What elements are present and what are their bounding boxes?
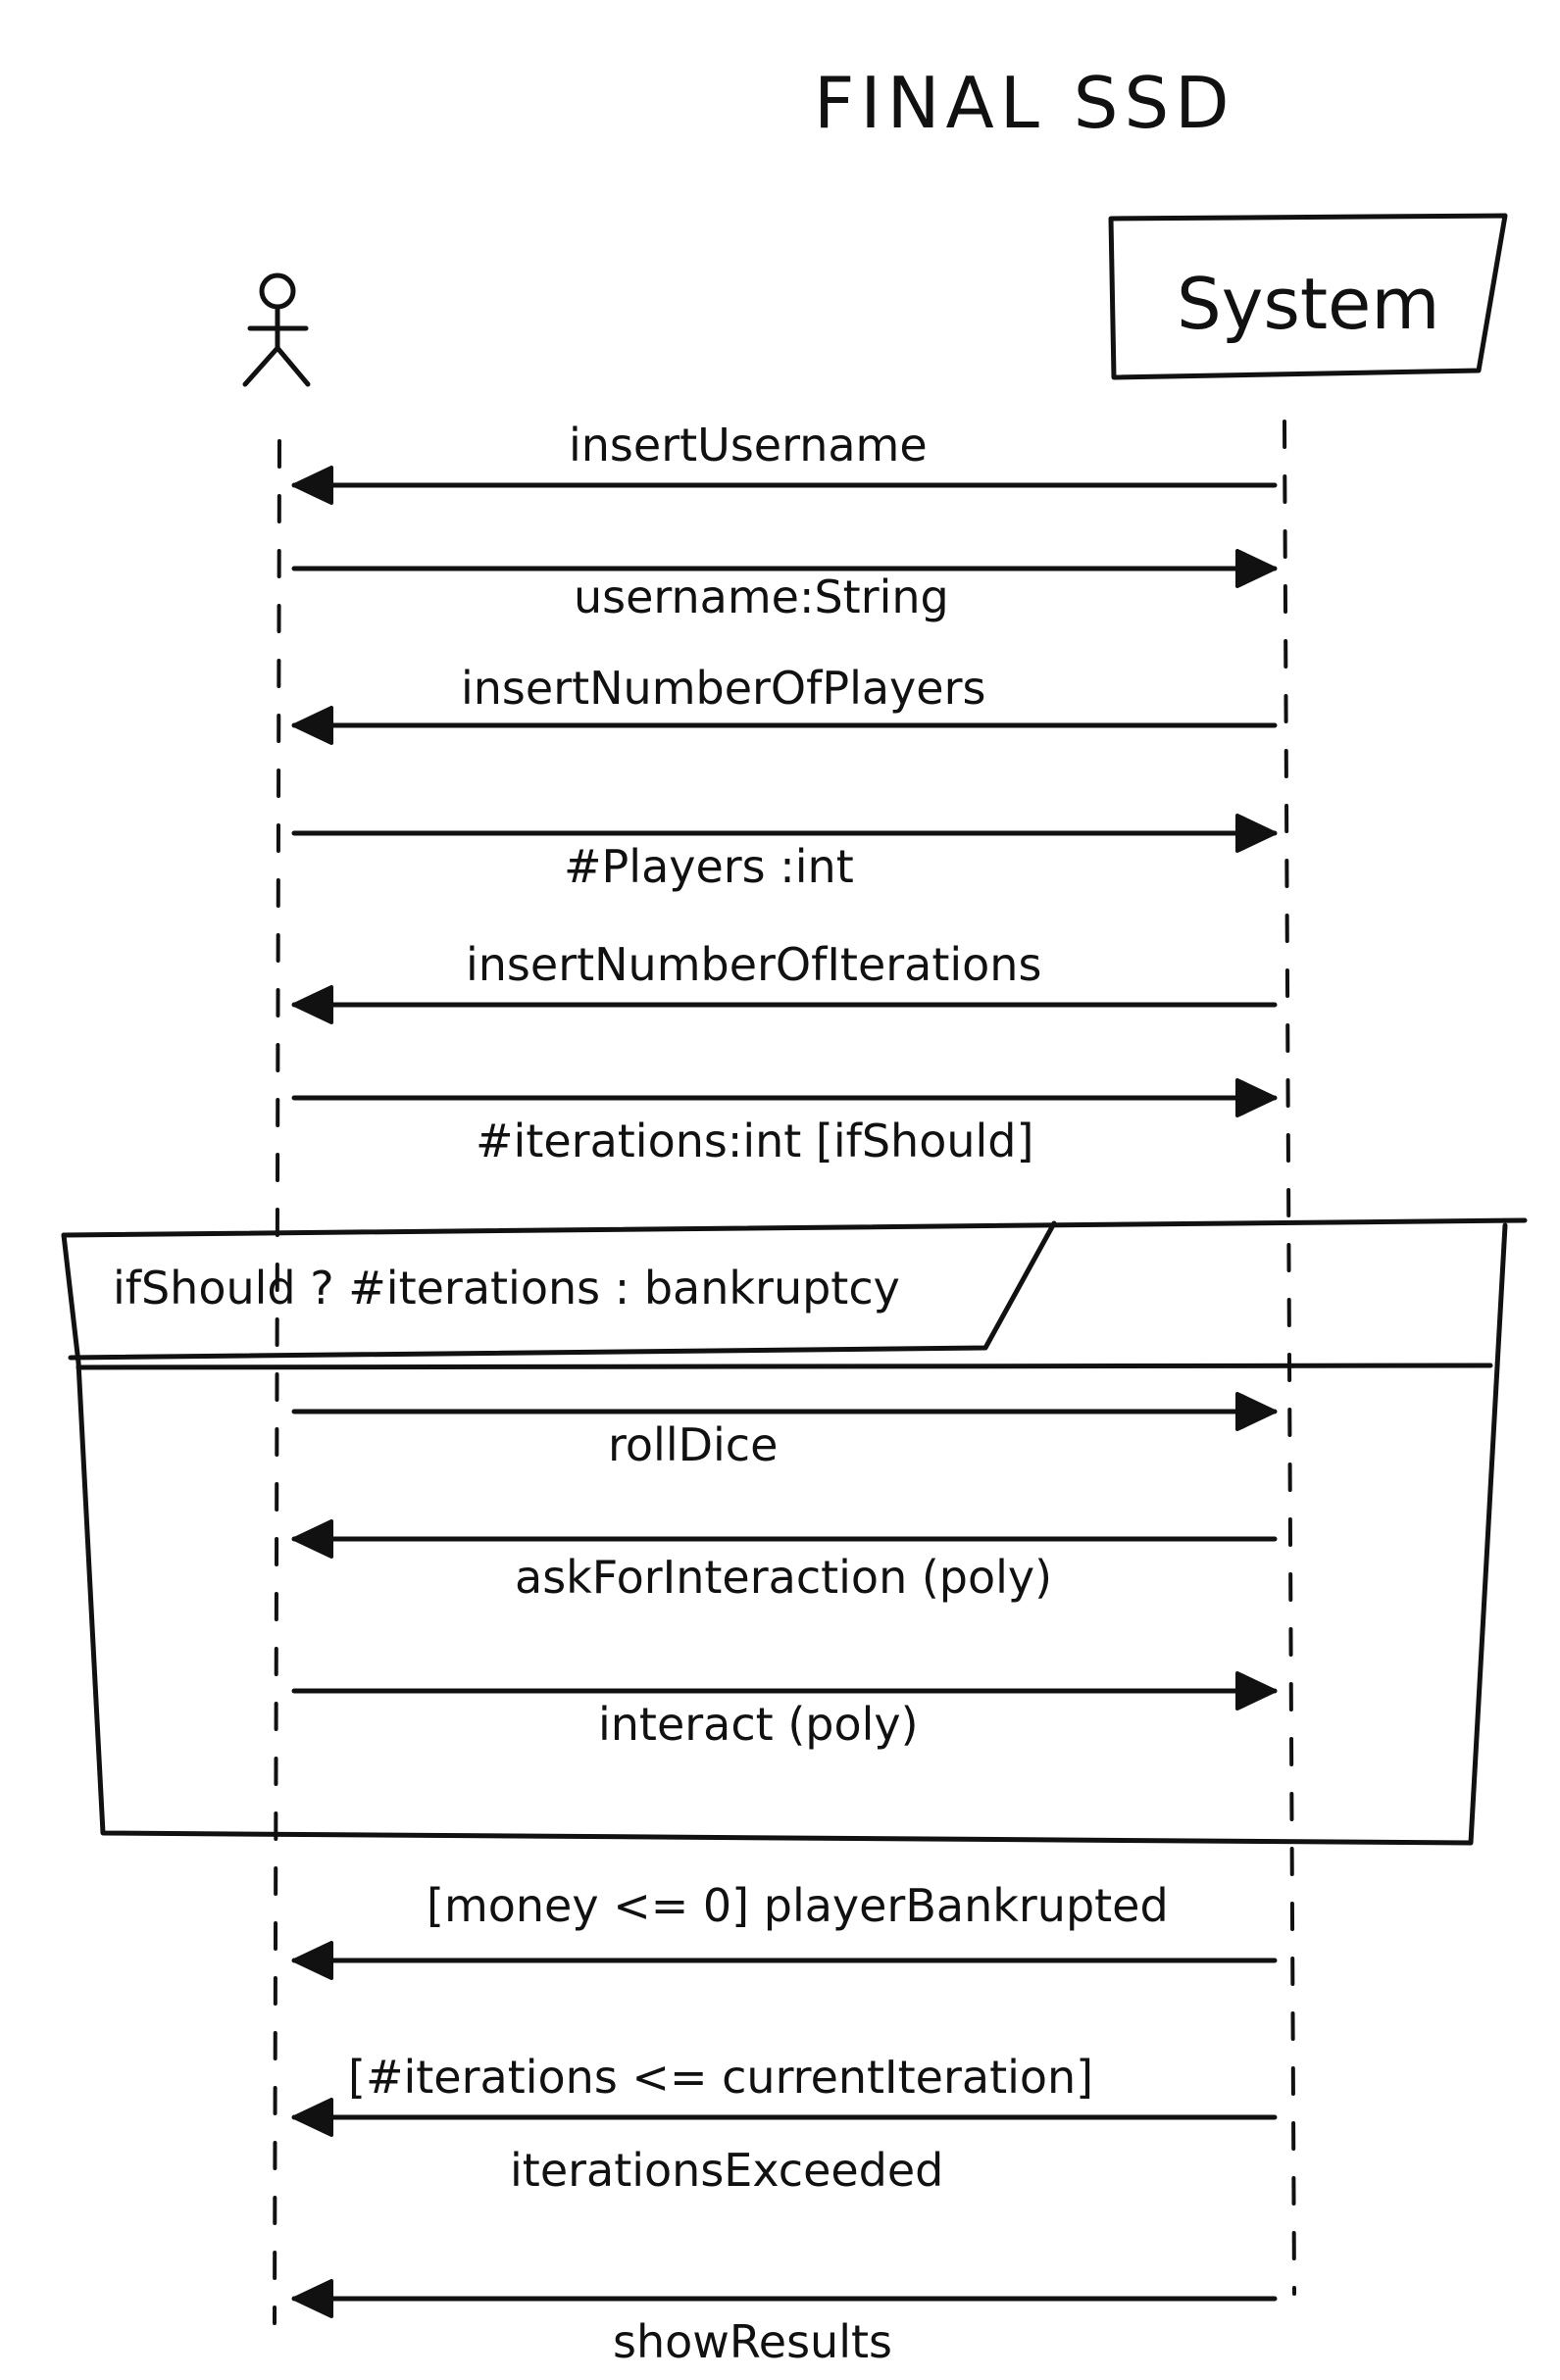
arrow-head xyxy=(1235,1392,1277,1431)
arrow-head xyxy=(292,1941,333,1980)
arrow-head xyxy=(292,2279,333,2318)
messages: insertUsername username:String insertNumbe… xyxy=(291,419,1278,2368)
actor-lifeline xyxy=(273,439,281,2325)
arrow-head xyxy=(1235,814,1277,853)
message-label: [money <= 0] playerBankrupted xyxy=(427,1879,1169,1932)
message-label: #Players :int xyxy=(564,840,854,893)
loop-guard: ifShould ? #iterations : bankruptcy xyxy=(113,1262,900,1314)
message-label: iterationsExceeded xyxy=(510,2144,943,2197)
message-label: interact (poly) xyxy=(598,1698,919,1751)
arrow-head xyxy=(1235,549,1277,588)
message-label: showResults xyxy=(613,2315,892,2368)
arrow-head xyxy=(1235,1078,1277,1117)
message-label: [#iterations <= currentIteration] xyxy=(348,2051,1093,2104)
arrow-head xyxy=(292,1519,333,1559)
system-lifeline xyxy=(1283,420,1296,2296)
message-label: username:String xyxy=(574,570,949,623)
system-label: System xyxy=(1177,263,1440,345)
message-label: #iterations:int [ifShould] xyxy=(476,1115,1033,1167)
message-label: askForInteraction (poly) xyxy=(515,1551,1052,1604)
message-label: insertNumberOfIterations xyxy=(466,938,1041,991)
actor-icon xyxy=(242,273,311,387)
arrow-head xyxy=(292,2098,333,2137)
message-label: rollDice xyxy=(608,1418,778,1471)
loop-frame: ifShould ? #iterations : bankruptcy xyxy=(61,1217,1528,1846)
arrow-head xyxy=(292,466,333,505)
arrow-head xyxy=(292,985,333,1024)
arrow-head xyxy=(1235,1671,1277,1711)
message-label: insertUsername xyxy=(569,419,928,471)
system-box: System xyxy=(1108,213,1508,380)
message-label: insertNumberOfPlayers xyxy=(461,662,985,715)
diagram-title: FINAL SSD xyxy=(814,62,1235,144)
arrow-head xyxy=(292,706,333,745)
